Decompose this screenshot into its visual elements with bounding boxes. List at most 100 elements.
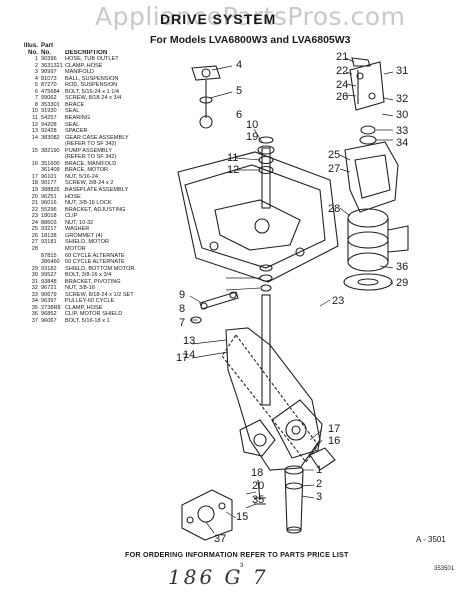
illus-number: 5 <box>34 82 38 89</box>
part-number: 93181 <box>41 239 57 246</box>
illus-number: 4 <box>34 75 38 82</box>
part-number: 475684 <box>41 88 60 95</box>
part-number: 99062 <box>41 95 57 102</box>
illus-number: 22 <box>31 206 38 213</box>
callout-number: 30 <box>396 109 409 121</box>
illus-number: 32 <box>31 285 38 292</box>
illus-number: 18 <box>31 180 38 187</box>
illus-number: 10 <box>31 108 38 115</box>
table-row: (REFER TO SF 342) <box>22 154 172 161</box>
part-number: 353301 <box>41 101 60 108</box>
part-description: 60 CYCLE ALTERNATE <box>65 259 125 266</box>
part-description: WASHER <box>65 226 90 233</box>
bottom-motor-shield <box>343 273 393 291</box>
illus-number: 6 <box>34 88 38 95</box>
callout-number: 13 <box>183 335 196 347</box>
ordering-footer: FOR ORDERING INFORMATION REFER TO PARTS … <box>125 550 349 559</box>
part-description: SEAL <box>65 108 80 115</box>
callout-number: 36 <box>396 261 409 273</box>
part-description: BOLT, 5/16-24 x 1 1/4 <box>65 88 119 95</box>
illus-number: 28 <box>31 245 38 252</box>
part-description: SHIELD, MOTOR <box>65 239 110 246</box>
part-number: 55296 <box>41 206 57 213</box>
page-number: 3 <box>240 563 244 569</box>
header-no: No. <box>28 48 38 56</box>
handwritten-note: 186 G 7 <box>168 565 269 589</box>
part-description: NUT, 3/8-16 <box>65 285 95 292</box>
part-number: 96067 <box>41 317 57 324</box>
callout-number: 16 <box>328 435 341 447</box>
table-header-row-2: No. No. DESCRIPTION <box>22 48 172 57</box>
callout-number: 22 <box>336 65 349 77</box>
part-description: MANIFOLD <box>65 69 94 76</box>
part-description: BOLT, 5/16-18 x 1 <box>65 317 110 324</box>
part-number: 94208 <box>41 121 57 128</box>
illus-number: 37 <box>31 317 38 324</box>
part-description: BALL, SUSPENSION <box>65 75 119 82</box>
part-description: 60 CYCLE ALTERNATE <box>65 252 125 259</box>
manifold-hose <box>284 465 304 534</box>
callout-number: 11 <box>227 152 239 164</box>
part-description: BRACE <box>65 101 85 108</box>
callout-number: 2 <box>316 478 323 490</box>
callout-number: 5 <box>236 85 243 97</box>
part-number: 91930 <box>41 108 57 115</box>
illus-number: 35 <box>31 304 38 311</box>
illus-number: 26 <box>31 232 38 239</box>
part-description: ROD, SUSPENSION <box>65 82 118 89</box>
callout-number: 9 <box>179 289 186 301</box>
part-number: 90177 <box>41 180 57 187</box>
part-description: (REFER TO SF 342) <box>65 141 117 148</box>
part-number: 93848 <box>41 278 57 285</box>
part-description: BOLT, 3/8-16 x 3/4 <box>65 272 112 279</box>
illus-number: 2 <box>34 62 38 69</box>
illus-number: 16 <box>31 160 38 167</box>
part-description: GROMMET (4) <box>65 232 103 239</box>
callout-number: 27 <box>328 163 341 175</box>
part-number: 87815 <box>41 252 57 259</box>
part-description: PULLEY-60 CYCLE <box>65 298 115 305</box>
diagram-subtitle: For Models LVA6800W3 and LVA6805W3 <box>150 34 351 46</box>
illus-number: 23 <box>31 213 38 220</box>
callout-number: 35 <box>252 494 265 506</box>
illus-number: 3 <box>34 69 38 76</box>
suspension-rod <box>191 65 221 129</box>
part-description: NUT, 10-32 <box>65 219 94 226</box>
center-shaft <box>257 136 275 209</box>
baseplate-assembly <box>177 151 339 283</box>
callout-number: 3 <box>316 491 323 503</box>
callout-number: 23 <box>332 295 345 307</box>
part-description: HOSE, TUB OUTLET <box>65 56 119 63</box>
callout-number: 14 <box>183 349 196 361</box>
callout-number: 15 <box>236 511 249 523</box>
part-description: SHIELD, BOTTOM MOTOR <box>65 265 135 272</box>
table-row: (REFER TO SF 342) <box>22 141 172 148</box>
part-number: 96016 <box>41 200 57 207</box>
header-no2: No. <box>41 48 51 56</box>
illus-number: 34 <box>31 298 38 305</box>
part-description: BEARING <box>65 115 91 122</box>
illus-number: 33 <box>31 291 38 298</box>
motor-mount-parts <box>349 57 385 111</box>
illus-number: 17 <box>31 173 38 180</box>
part-description: SPACER <box>65 128 88 135</box>
header-illus: Illus. <box>23 42 38 49</box>
callout-number: 29 <box>396 277 409 289</box>
part-number: 18138 <box>41 232 57 239</box>
part-number: 3631321 <box>41 62 63 69</box>
